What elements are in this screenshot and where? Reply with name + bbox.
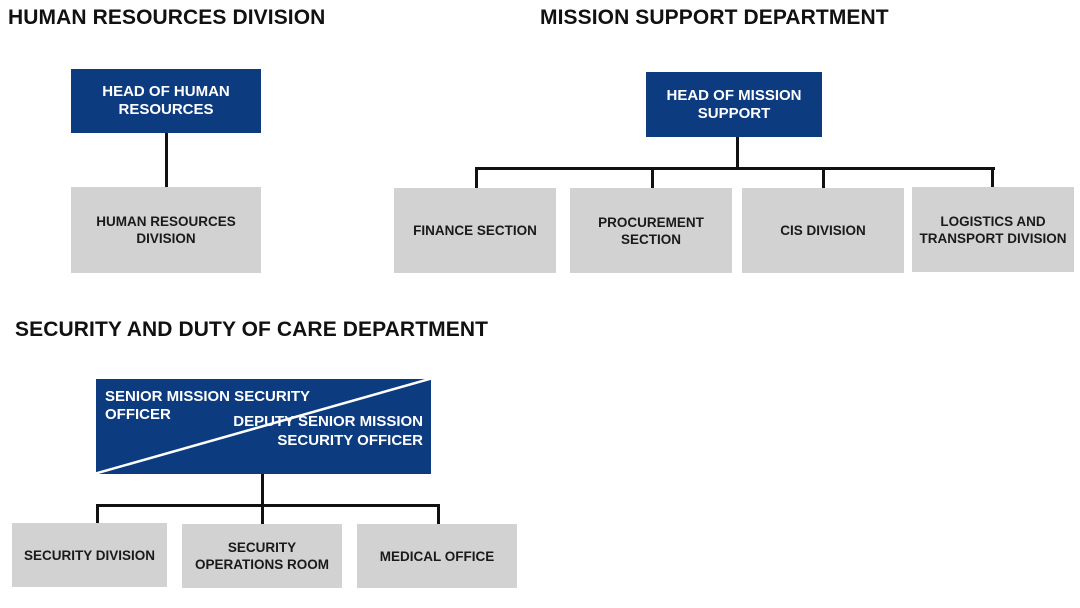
senior-mission-security-officer-label: SENIOR MISSION SECURITY OFFICER <box>105 388 310 423</box>
cis-division-box: CIS DIVISION <box>742 188 904 273</box>
split-diagonal-line <box>96 379 431 474</box>
logistics-and-transport-division-label: LOGISTICS AND TRANSPORT DIVISION <box>919 213 1067 246</box>
ms-connector-drop-procurement <box>651 167 654 188</box>
ms-connector-bus <box>475 167 995 170</box>
security-operations-room-box: SECURITY OPERATIONS ROOM <box>182 524 342 588</box>
hr-section-title: HUMAN RESOURCES DIVISION <box>8 6 326 29</box>
senior-mission-security-officer-box: SENIOR MISSION SECURITY OFFICER DEPUTY S… <box>96 379 431 474</box>
sdc-connector-trunk <box>261 474 264 505</box>
security-division-box: SECURITY DIVISION <box>12 523 167 587</box>
sdc-connector-drop-operations-room <box>261 504 264 524</box>
ms-connector-drop-logistics <box>991 167 994 187</box>
procurement-section-box: PROCUREMENT SECTION <box>570 188 732 273</box>
medical-office-box: MEDICAL OFFICE <box>357 524 517 588</box>
sdc-section-title: SECURITY AND DUTY OF CARE DEPARTMENT <box>15 318 489 341</box>
cis-division-label: CIS DIVISION <box>780 223 866 238</box>
human-resources-division-label: HUMAN RESOURCES DIVISION <box>96 214 236 246</box>
ms-connector-trunk <box>736 137 739 169</box>
procurement-section-label: PROCUREMENT SECTION <box>598 214 704 247</box>
medical-office-label: MEDICAL OFFICE <box>379 548 495 564</box>
ms-connector-drop-finance <box>475 167 478 188</box>
finance-section-box: FINANCE SECTION <box>394 188 556 273</box>
head-of-mission-support-label: HEAD OF MISSION SUPPORT <box>666 86 802 122</box>
logistics-and-transport-division-box: LOGISTICS AND TRANSPORT DIVISION <box>912 187 1074 272</box>
head-of-human-resources-label: HEAD OF HUMAN RESOURCES <box>102 83 230 118</box>
hr-connector-vertical <box>165 133 168 187</box>
ms-section-title: MISSION SUPPORT DEPARTMENT <box>540 6 889 29</box>
finance-section-label: FINANCE SECTION <box>413 223 537 238</box>
ms-connector-drop-cis <box>822 167 825 188</box>
sdc-connector-bus <box>96 504 440 507</box>
human-resources-division-box: HUMAN RESOURCES DIVISION <box>71 187 261 273</box>
head-of-mission-support-box: HEAD OF MISSION SUPPORT <box>646 72 822 137</box>
security-operations-room-label: SECURITY OPERATIONS ROOM <box>194 540 329 572</box>
head-of-human-resources-box: HEAD OF HUMAN RESOURCES <box>71 69 261 133</box>
security-division-label: SECURITY DIVISION <box>23 547 156 563</box>
deputy-senior-mission-security-officer-label: DEPUTY SENIOR MISSION SECURITY OFFICER <box>233 413 423 449</box>
sdc-connector-drop-security-division <box>96 504 99 523</box>
sdc-connector-drop-medical-office <box>437 504 440 524</box>
